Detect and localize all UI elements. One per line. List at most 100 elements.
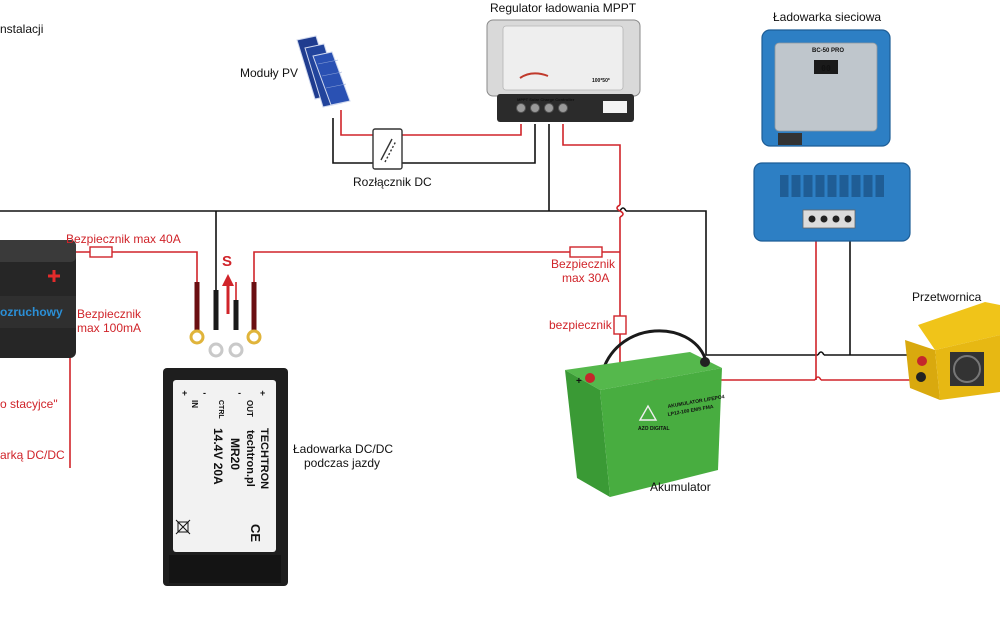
fuse-small	[613, 315, 627, 335]
inverter-top	[918, 302, 1000, 350]
dcdc-minus-left: -	[203, 388, 206, 398]
dc-disconnect	[372, 128, 403, 170]
mains-front-terminals	[802, 209, 856, 229]
mppt-terminal-4	[558, 103, 568, 113]
pv-grid	[317, 59, 347, 89]
mains-front-vents	[780, 175, 884, 197]
battery-terminal-pos	[585, 373, 595, 383]
dcdc-plus-left: +	[182, 388, 187, 398]
wire-black-bus-hop2	[817, 351, 825, 356]
fuse-30a	[569, 246, 603, 258]
fuse-40a	[89, 246, 113, 258]
label-dcdc-charger-line2: podczas jazdy	[304, 456, 380, 470]
mppt-regulator	[486, 19, 641, 122]
label-fuse-100ma-line2: max 100mA	[77, 321, 141, 335]
inverter-fan	[950, 352, 984, 386]
mains-vent-lines	[788, 175, 876, 197]
mains-display	[814, 60, 838, 74]
inverter-term-red	[917, 356, 927, 366]
start-battery	[0, 240, 76, 358]
dcdc-lug-2	[208, 342, 224, 358]
fuse-small-body	[613, 315, 627, 335]
label-fuse-small: bezpiecznik	[549, 318, 613, 332]
dcdc-ctrl-text: CTRL	[217, 400, 224, 419]
dcdc-model-text: MR20	[228, 438, 242, 470]
dcdc-weee-icon	[175, 519, 191, 535]
label-dcdc-fragment: arką DC/DC	[0, 448, 65, 462]
wire-red-mppt	[562, 124, 621, 205]
mppt-face-text: MPPT Solar Charge Controller	[517, 97, 575, 102]
mains-term-3	[832, 215, 840, 223]
signal-arrow-head	[222, 274, 234, 286]
label-fuse-30a-line1: Bezpiecznik	[551, 257, 616, 271]
dcdc-foot	[169, 555, 281, 583]
mppt-terminal-1	[516, 103, 526, 113]
label-mains-charger: Ładowarka sieciowa	[773, 10, 881, 24]
label-dc-disconnect: Rozłącznik DC	[353, 175, 432, 189]
label-station-fragment: o stacyjce"	[0, 397, 58, 411]
wire-black-bus-hop	[619, 207, 627, 212]
mains-fan	[778, 133, 802, 145]
pv-panel-3	[312, 51, 351, 106]
start-battery-lid	[0, 240, 76, 262]
label-fuse-40a: Bezpiecznik max 40A	[66, 232, 181, 246]
battery-front	[565, 370, 610, 497]
dcdc-ce-text: CE	[248, 524, 263, 542]
pv-modules	[296, 35, 351, 108]
dcdc-label	[173, 380, 276, 552]
dcdc-brand-text: TECHTRON	[258, 428, 270, 489]
dc-disconnect-switch	[380, 138, 393, 161]
inverter-term-black	[916, 372, 926, 382]
service-battery	[565, 329, 722, 497]
mppt-model-text: 100*50*	[592, 78, 610, 84]
start-battery-plus-mark	[48, 270, 60, 282]
diagram-labels: nstalacji Moduły PV Regulator ładowania …	[0, 1, 982, 494]
dcdc-lug-4	[246, 329, 262, 345]
mains-display-text: 00	[821, 64, 831, 73]
label-top-left-fragment: nstalacji	[0, 22, 43, 36]
battery-handle	[601, 329, 707, 371]
wire-black-pv-2	[402, 124, 536, 164]
dcdc-lug-1	[189, 329, 205, 345]
mains-model-text: BC-50 PRO	[812, 48, 844, 54]
dcdc-plus-right: +	[260, 388, 265, 398]
start-battery-label-band	[0, 296, 76, 328]
inverter	[905, 302, 1000, 400]
label-signal-letter: S	[222, 253, 232, 270]
label-battery: Akumulator	[650, 480, 711, 494]
dcdc-charger	[163, 274, 288, 586]
label-start-battery-fragment: ozruchowy	[0, 305, 63, 319]
mains-front-housing	[753, 162, 911, 242]
inverter-fan-hub	[953, 355, 981, 383]
wire-red-pv	[340, 110, 373, 136]
wire-red-pv-2	[402, 124, 522, 136]
mppt-terminal-3	[544, 103, 554, 113]
label-dcdc-charger-line1: Ładowarka DC/DC	[293, 442, 393, 456]
wire-red-mppt-hop	[616, 204, 624, 218]
mains-term-1	[808, 215, 816, 223]
wire-black-pv	[332, 118, 373, 164]
label-fuse-100ma-line1: Bezpiecznik	[77, 307, 142, 321]
label-inverter: Przetwornica	[912, 290, 982, 304]
battery-logo-text: AZO DIGITAL	[638, 426, 670, 432]
dcdc-minus-right: -	[238, 388, 241, 398]
fuse-40a-body	[89, 246, 113, 258]
label-fuse-30a-line2: max 30A	[562, 271, 609, 285]
mppt-logo-swoosh	[519, 72, 549, 79]
mains-top-panel	[774, 42, 878, 132]
battery-top	[565, 352, 722, 390]
mains-term-2	[820, 215, 828, 223]
dcdc-spec-text: 14.4V 20A	[211, 428, 225, 485]
battery-logo-triangle	[638, 404, 658, 421]
inverter-front	[905, 340, 940, 400]
label-mppt-title: Regulator ładowania MPPT	[490, 1, 637, 15]
battery-side	[600, 368, 722, 497]
fuse-30a-body	[569, 246, 603, 258]
battery-plus-text: +	[576, 376, 582, 387]
battery-terminal-neg	[700, 357, 710, 367]
mppt-port-block	[603, 101, 627, 113]
wire-red-start-2	[112, 251, 198, 300]
dcdc-lug-3	[228, 342, 244, 358]
mains-term-4	[844, 215, 852, 223]
